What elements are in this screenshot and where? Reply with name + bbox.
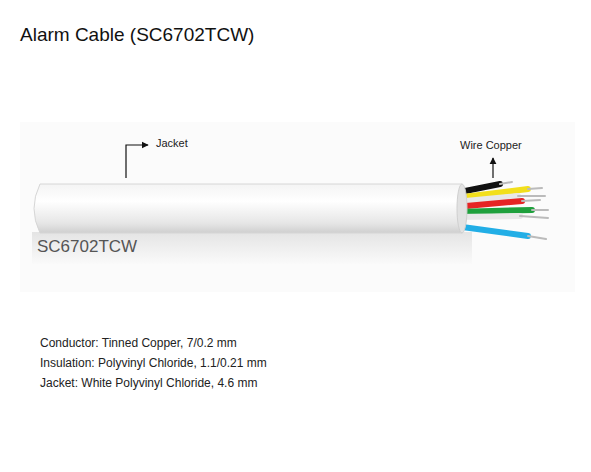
background-panel xyxy=(20,122,575,292)
spec-note: Conductor: Tinned Copper, 7/0.2 mm xyxy=(40,336,237,350)
spec-note: Insulation: Polyvinyl Chloride, 1.1/0.21… xyxy=(40,356,267,370)
cable-marking: SC6702TCW xyxy=(37,237,137,257)
cable-shadow xyxy=(32,232,472,264)
jacket-end xyxy=(457,184,467,233)
leader-line xyxy=(492,158,493,178)
spec-note: Jacket: White Polyvinyl Chloride, 4.6 mm xyxy=(40,376,257,390)
part-label: Wire Copper xyxy=(460,139,522,151)
page-title: Alarm Cable (SC6702TCW) xyxy=(20,24,254,46)
cable-jacket xyxy=(34,184,462,233)
wire-bundle xyxy=(455,182,548,239)
part-label: Jacket xyxy=(156,137,188,149)
leader-line xyxy=(126,145,148,178)
